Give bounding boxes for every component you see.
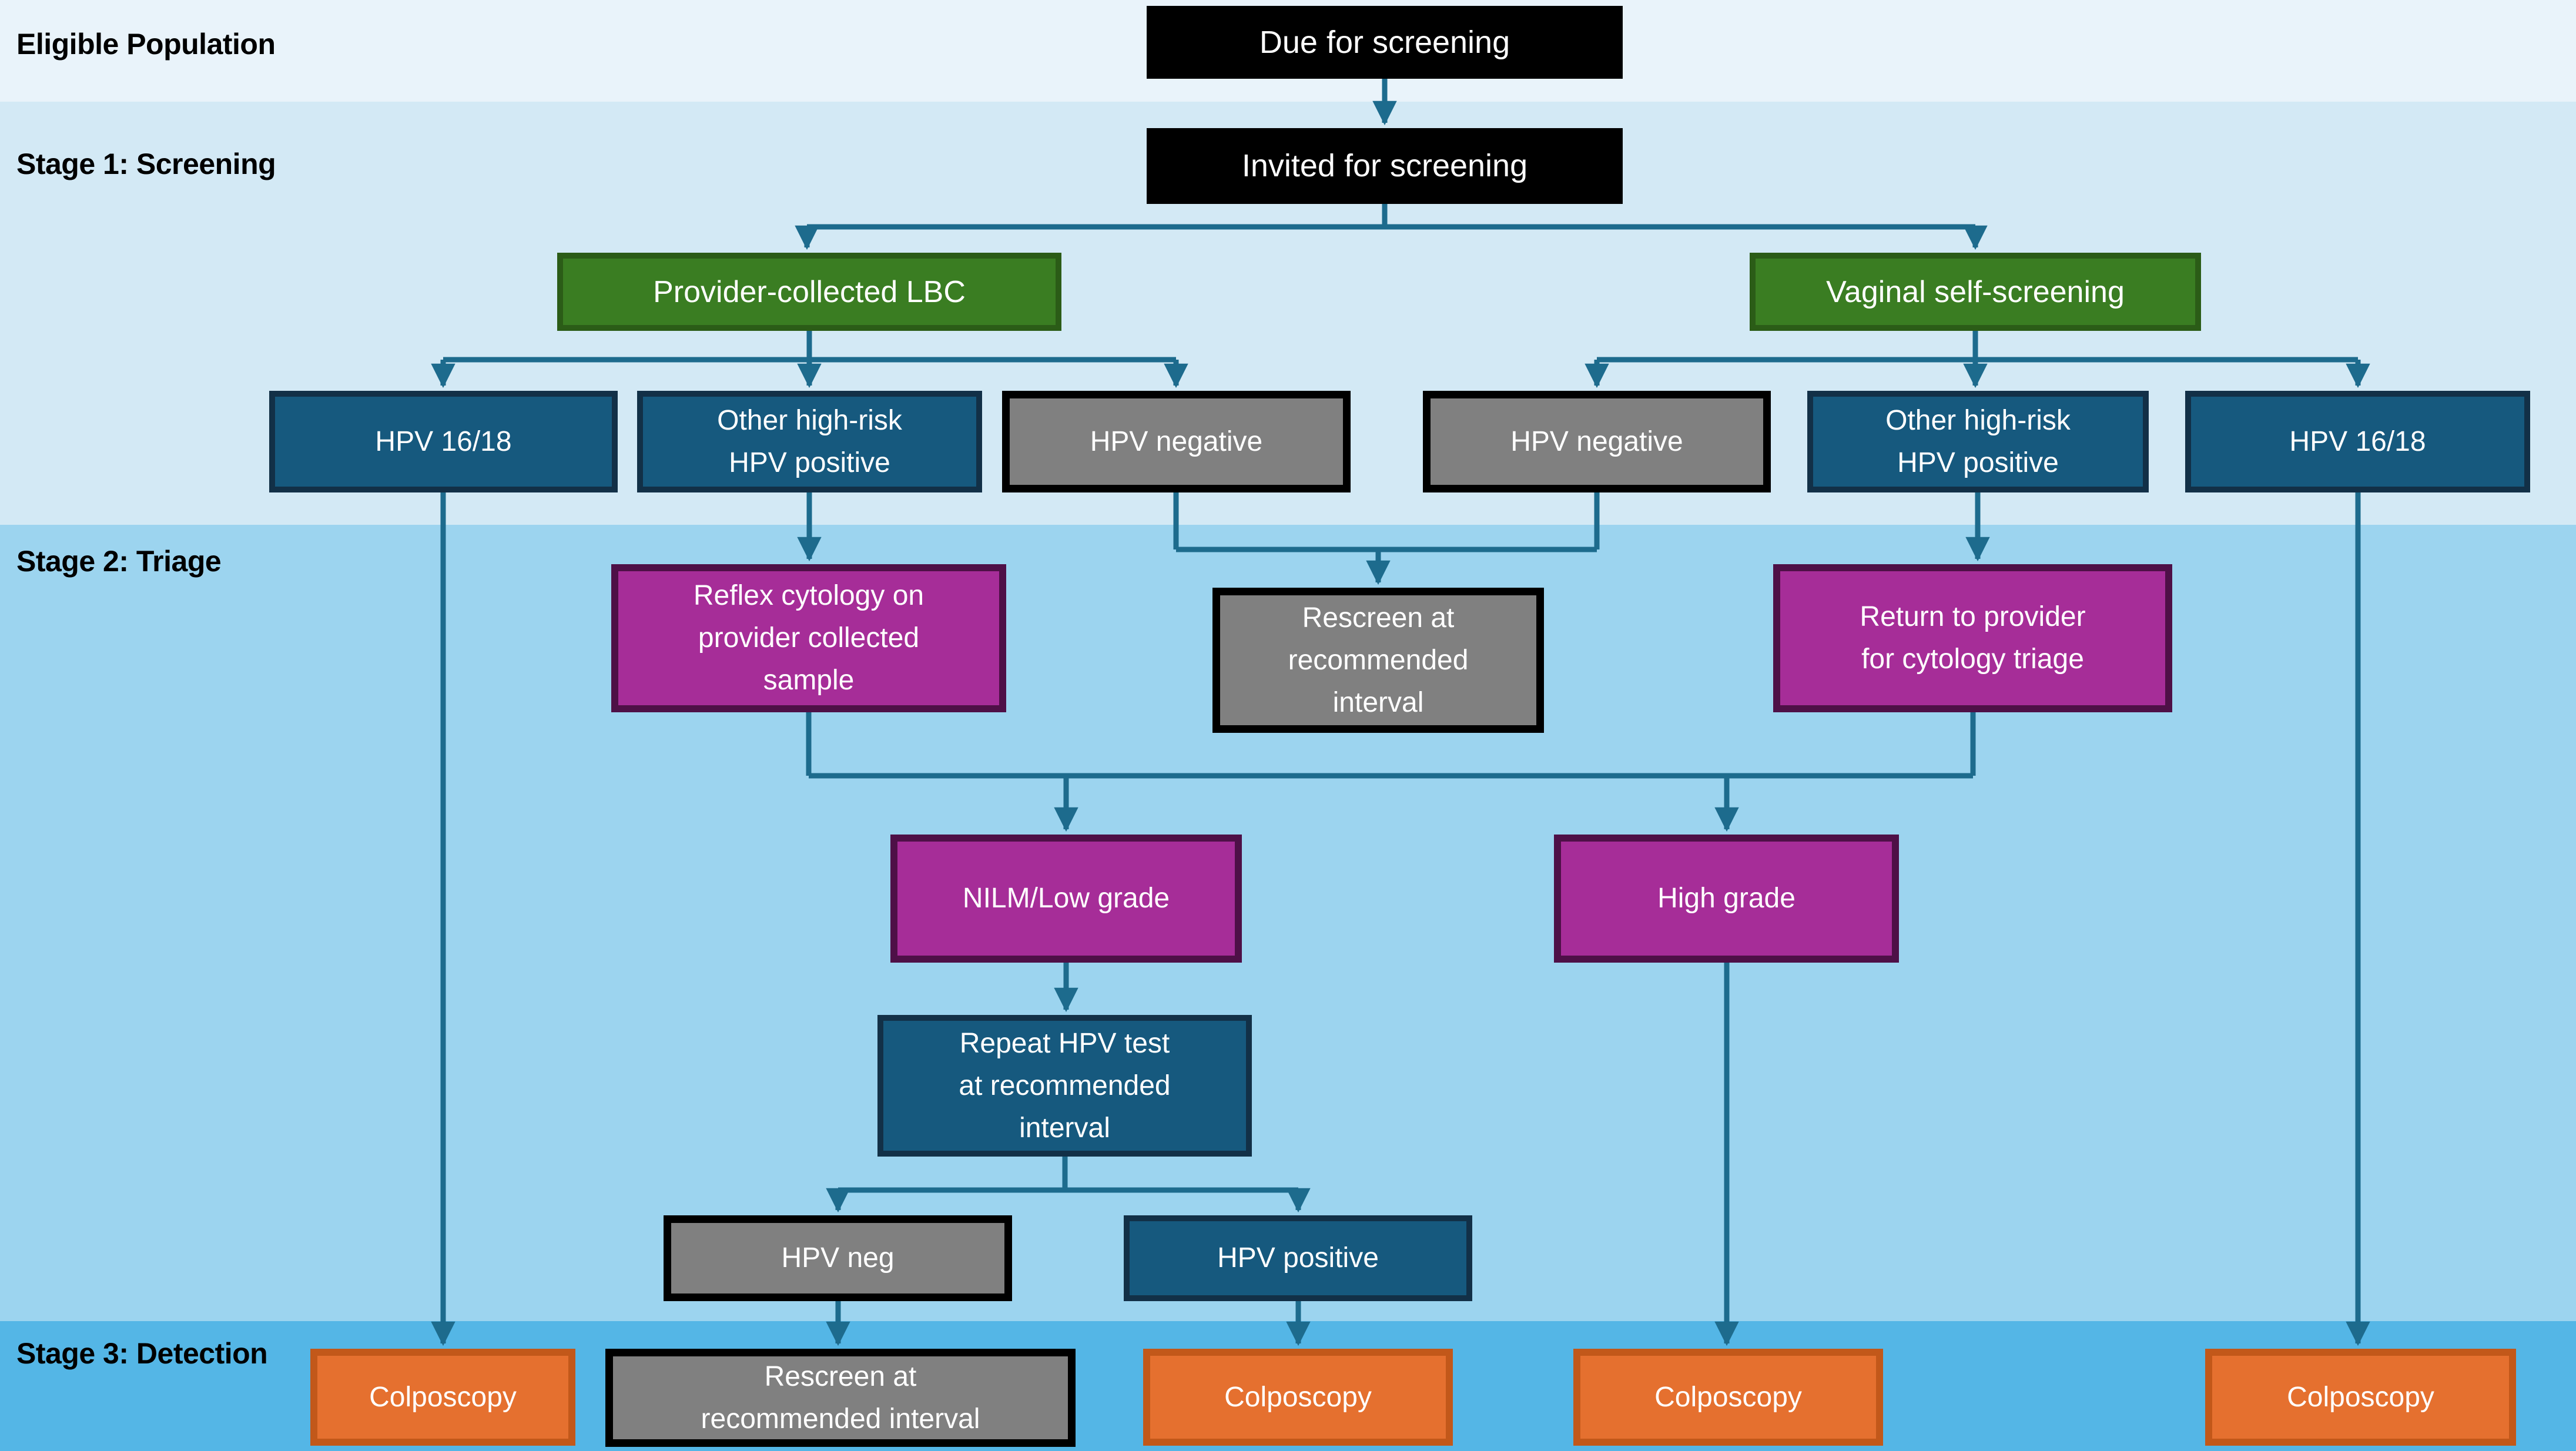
node-hpv-negative-right: HPV negative — [1423, 391, 1771, 492]
node-hpv-positive: HPV positive — [1124, 1215, 1472, 1301]
node-invited-for-screening: Invited for screening — [1147, 128, 1623, 204]
band-label-stage-2: Stage 2: Triage — [16, 545, 222, 578]
node-colposcopy-4: Colposcopy — [2205, 1349, 2516, 1446]
band-label-eligible-population: Eligible Population — [16, 28, 276, 61]
node-due-for-screening: Due for screening — [1147, 6, 1623, 79]
node-rescreen-interval-triage: Rescreen at recommended interval — [1212, 588, 1544, 733]
band-label-stage-3: Stage 3: Detection — [16, 1337, 268, 1370]
node-colposcopy-2: Colposcopy — [1143, 1349, 1453, 1446]
node-high-grade: High grade — [1554, 835, 1899, 963]
node-return-to-provider: Return to provider for cytology triage — [1773, 564, 2172, 712]
node-other-high-risk-right: Other high-risk HPV positive — [1807, 391, 2149, 492]
node-nilm-low-grade: NILM/Low grade — [890, 835, 1242, 963]
node-vaginal-self-screening: Vaginal self-screening — [1750, 253, 2201, 331]
node-colposcopy-3: Colposcopy — [1573, 1349, 1883, 1446]
node-hpv-negative-left: HPV negative — [1002, 391, 1351, 492]
node-colposcopy-1: Colposcopy — [310, 1349, 575, 1446]
node-hpv-neg: HPV neg — [664, 1215, 1012, 1301]
band-label-stage-1: Stage 1: Screening — [16, 148, 276, 180]
node-other-high-risk-left: Other high-risk HPV positive — [637, 391, 982, 492]
node-reflex-cytology: Reflex cytology on provider collected sa… — [611, 564, 1006, 712]
node-repeat-hpv-test: Repeat HPV test at recommended interval — [877, 1015, 1252, 1157]
node-hpv-1618-left: HPV 16/18 — [269, 391, 618, 492]
node-hpv-1618-right: HPV 16/18 — [2185, 391, 2530, 492]
node-rescreen-interval-detection: Rescreen at recommended interval — [605, 1349, 1076, 1447]
node-provider-collected-lbc: Provider-collected LBC — [557, 253, 1061, 331]
